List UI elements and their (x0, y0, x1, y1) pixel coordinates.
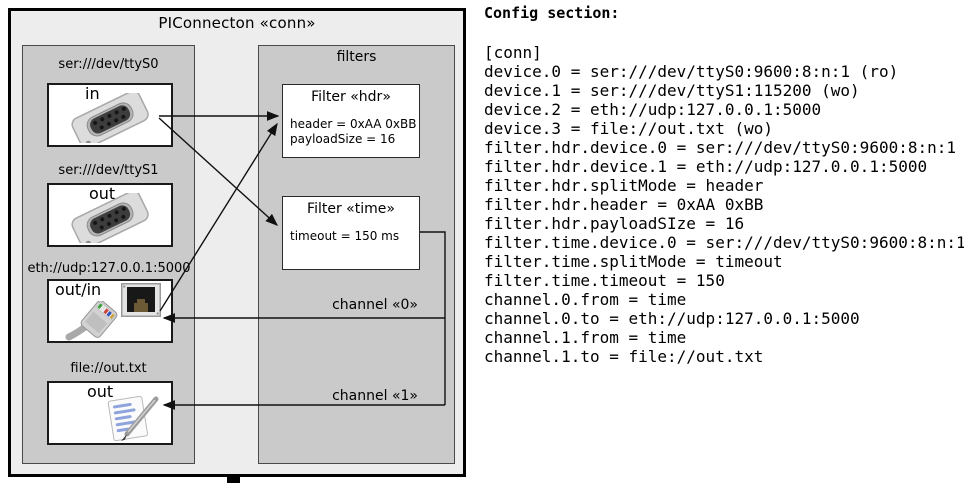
filter-box-hdr: Filter «hdr» header = 0xAA 0xBB payloadS… (282, 84, 420, 158)
device-url-label: ser:///dev/ttyS1 (58, 163, 159, 178)
device-box-ttyS1: out (47, 183, 173, 247)
db9-serial-connector-icon (71, 193, 149, 243)
filter-title: Filter «time» (307, 201, 395, 217)
device-url-label: file://out.txt (70, 361, 147, 376)
channel-0-label: channel «0» (332, 297, 418, 313)
device-mode-label: in (85, 84, 100, 103)
config-lines: [conn] device.0 = ser:///dev/ttyS0:9600:… (484, 43, 964, 366)
device-box-file: out (47, 381, 173, 445)
device-box-eth: out/in (47, 279, 173, 343)
channel-1-label: channel «1» (332, 388, 418, 404)
db9-serial-connector-icon (71, 93, 149, 143)
filters-group: filters Filter «hdr» header = 0xAA 0xBB … (258, 45, 455, 464)
device-mode-label: out/in (55, 280, 102, 299)
filters-group-title: filters (336, 49, 377, 65)
frame-bottom-notch (227, 474, 240, 483)
filter-properties: timeout = 150 ms (290, 229, 400, 243)
config-panel: Config section: [conn] device.0 = ser://… (484, 4, 964, 366)
devices-group: ser:///dev/ttyS0 in (22, 45, 195, 464)
filter-properties: header = 0xAA 0xBB payloadSize = 16 (290, 117, 417, 146)
device-url-label: eth://udp:127.0.0.1:5000 (27, 261, 191, 276)
device-mode-label: out (87, 382, 114, 401)
config-heading: Config section: (484, 4, 620, 22)
rj45-plug-icon (65, 301, 118, 341)
filter-box-time: Filter «time» timeout = 150 ms (282, 196, 420, 270)
diagram-title: PIConnecton «conn» (158, 14, 316, 32)
device-mode-label: out (89, 184, 116, 203)
filter-title: Filter «hdr» (311, 89, 391, 105)
notepad-file-icon (107, 395, 159, 441)
piconnection-diagram: PIConnecton «conn» ser:///dev/ttyS0 in (8, 8, 466, 477)
device-url-label: ser:///dev/ttyS0 (58, 57, 159, 72)
device-box-ttyS0: in (47, 83, 173, 147)
